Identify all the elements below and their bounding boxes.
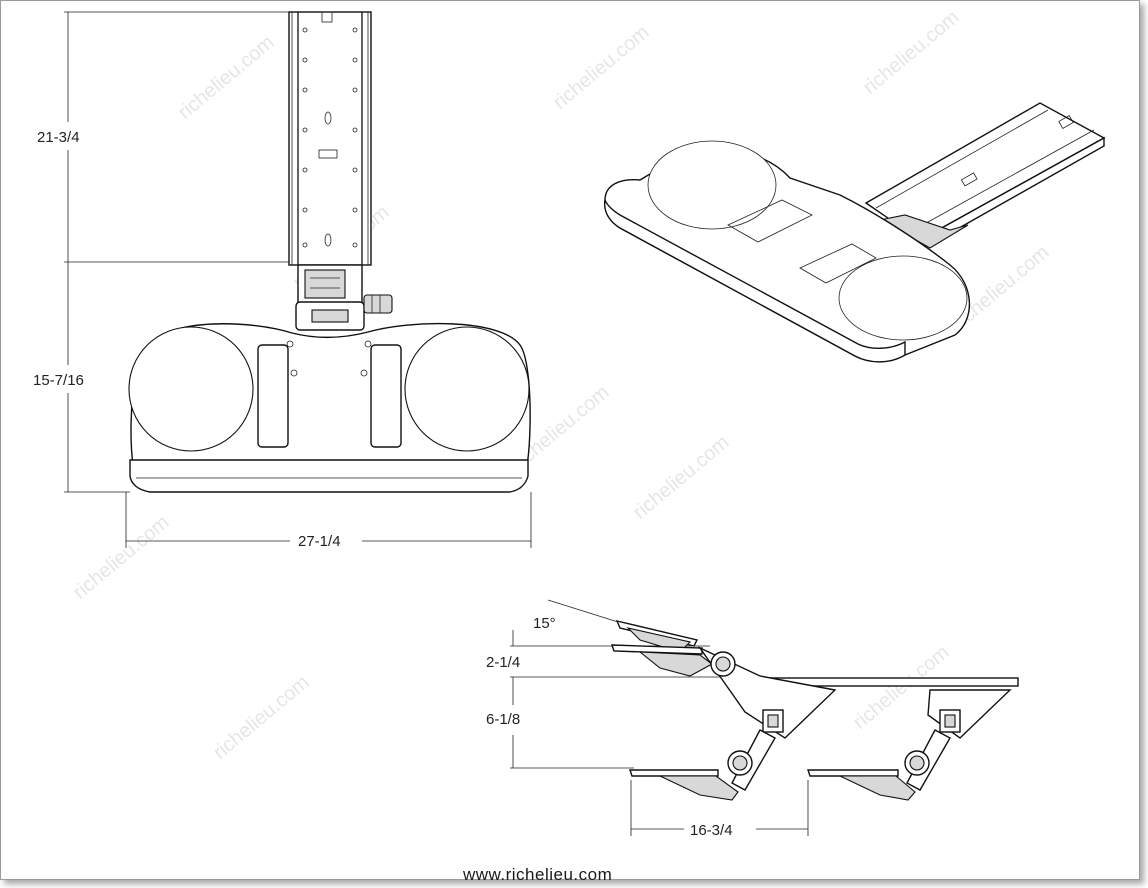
dim-rise: 2-1/4 (486, 654, 520, 671)
dim-height-lower: 15-7/16 (33, 372, 84, 389)
track-mechanism (288, 11, 393, 331)
dimension-width: 27-1/4 (125, 492, 532, 550)
isometric-view (603, 102, 1106, 363)
dim-width: 27-1/4 (298, 533, 341, 550)
keyboard-platform-top (128, 322, 531, 493)
dim-travel: 16-3/4 (690, 822, 733, 839)
watermark: richelieu.com (859, 6, 963, 99)
website-url: www.richelieu.com (462, 865, 612, 884)
dimension-height-upper: 21-3/4 (37, 11, 292, 263)
watermark: richelieu.com (209, 671, 313, 764)
dim-height-upper: 21-3/4 (37, 129, 80, 146)
top-view: 21-3/4 15-7/16 27-1/4 (33, 11, 532, 550)
watermark: richelieu.com (549, 21, 653, 114)
watermark: richelieu.com (629, 431, 733, 524)
dim-drop: 6-1/8 (486, 711, 520, 728)
watermark: richelieu.com (174, 31, 278, 124)
dimension-height-lower: 15-7/16 (33, 262, 130, 493)
side-view: 15° 2-1/4 6-1/8 16-3 (486, 599, 1019, 839)
watermark: richelieu.com (69, 511, 173, 604)
dim-angle: 15° (533, 615, 556, 632)
